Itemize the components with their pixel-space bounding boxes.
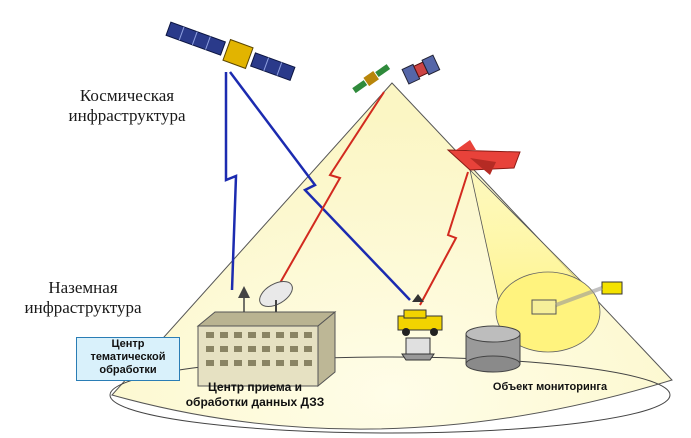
station-line2: обработки данных ДЗЗ [185,395,325,409]
thematic-processing-center-box: Центр тематической обработки [76,337,180,381]
tank-icon [465,325,521,373]
center-line2: тематической [90,351,166,363]
dish-antenna-icon [238,281,293,312]
ground-label-line1: Наземная [48,278,118,297]
vehicle-icon [397,294,443,361]
monitoring-object-label: Объект мониторинга [470,380,630,395]
center-line1: Центр [111,338,145,350]
ground-cone [111,82,673,430]
building-icon [196,310,337,388]
station-line1: Центр приема и [208,380,302,394]
space-label-line1: Космическая [79,86,175,105]
ground-infrastructure-label: Наземная инфраструктура [8,278,158,318]
satellite-icon [165,21,296,82]
link-uav-vehicle [419,171,469,306]
space-infrastructure-label: Космическая инфраструктура [52,86,202,126]
small-satellite-icon [352,54,441,94]
space-label-line2: инфраструктура [68,106,186,125]
receiving-station-label: Центр приема и обработки данных ДЗЗ [170,380,340,410]
link-sat-station [224,72,238,291]
link-smallsat-dish [275,91,385,291]
sensor-icon [531,281,623,315]
ground-ellipse [109,356,671,434]
link-sat-vehicle [229,71,411,301]
object-label: Объект мониторинга [492,381,608,393]
ground-label-line2: инфраструктура [24,298,142,317]
center-line3: обработки [99,364,157,376]
uav-icon [446,140,521,175]
